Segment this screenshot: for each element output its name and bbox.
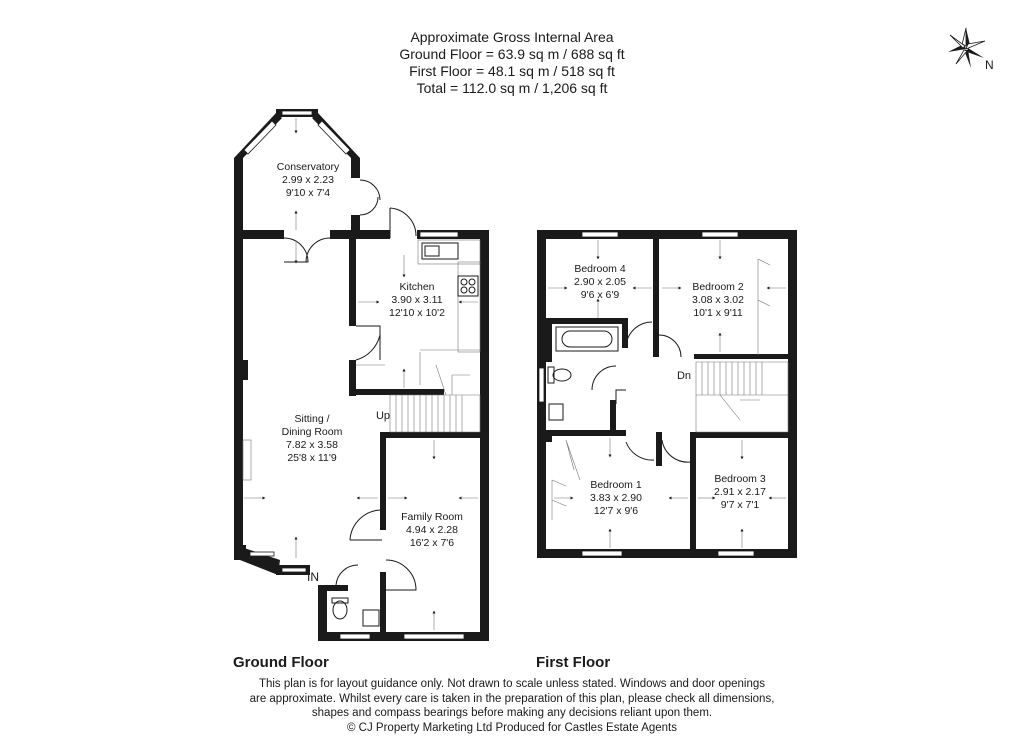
disclaimer-line-2: are approximate. Whilst every care is ta… — [249, 692, 775, 705]
bedroom1-metric: 3.83 x 2.90 — [590, 492, 642, 504]
family-room-imperial: 16'2 x 7'6 — [410, 537, 454, 549]
conservatory-imperial: 9'10 x 7'4 — [286, 187, 330, 199]
first-floor-labels: Bedroom 4 2.90 x 2.05 9'6 x 6'9 Bedroom … — [574, 263, 766, 517]
sitting-name-2: Dining Room — [282, 426, 343, 438]
disclaimer: This plan is for layout guidance only. N… — [112, 677, 912, 735]
compass-north-label: N — [985, 58, 994, 72]
conservatory-name: Conservatory — [277, 161, 340, 173]
first-floor-area: First Floor = 48.1 sq m / 518 sq ft — [409, 63, 615, 79]
kitchen-imperial: 12'10 x 10'2 — [389, 307, 445, 319]
total-area: Total = 112.0 sq m / 1,206 sq ft — [416, 80, 608, 96]
sitting-imperial: 25'8 x 11'9 — [287, 452, 337, 464]
sitting-name-1: Sitting / — [294, 413, 329, 425]
first-floor-title: First Floor — [536, 654, 611, 671]
ground-floor-plan — [234, 109, 489, 641]
ground-floor-area: Ground Floor = 63.9 sq m / 688 sq ft — [399, 46, 625, 62]
disclaimer-line-1: This plan is for layout guidance only. N… — [258, 678, 766, 690]
kitchen-metric: 3.90 x 3.11 — [391, 294, 442, 306]
family-room-metric: 4.94 x 2.28 — [406, 524, 458, 536]
bedroom3-name: Bedroom 3 — [714, 473, 766, 485]
copyright: © CJ Property Marketing Ltd Produced for… — [347, 721, 677, 734]
disclaimer-line-3: shapes and compass bearings before makin… — [311, 707, 713, 719]
conservatory-metric: 2.99 x 2.23 — [282, 174, 334, 186]
bedroom4-name: Bedroom 4 — [574, 263, 626, 275]
ground-floor-labels: Conservatory 2.99 x 2.23 9'10 x 7'4 Kitc… — [277, 161, 463, 584]
stairs-down-label: Dn — [677, 370, 691, 382]
kitchen-name: Kitchen — [399, 281, 434, 293]
bedroom3-metric: 2.91 x 2.17 — [714, 486, 766, 498]
bedroom2-imperial: 10'1 x 9'11 — [693, 307, 743, 319]
bedroom2-metric: 3.08 x 3.02 — [692, 294, 744, 306]
ground-floor-title: Ground Floor — [233, 654, 329, 671]
compass-icon — [948, 27, 986, 68]
entrance-label: IN — [307, 570, 319, 584]
family-room-name: Family Room — [401, 511, 463, 523]
bedroom1-name: Bedroom 1 — [590, 479, 642, 491]
bedroom1-imperial: 12'7 x 9'6 — [594, 505, 638, 517]
sitting-metric: 7.82 x 3.58 — [286, 439, 338, 451]
bedroom2-name: Bedroom 2 — [692, 281, 744, 293]
area-summary: Approximate Gross Internal Area Ground F… — [312, 29, 712, 97]
first-floor-plan — [537, 230, 797, 558]
area-title: Approximate Gross Internal Area — [410, 29, 614, 45]
stairs-up-label: Up — [376, 410, 390, 422]
bedroom4-metric: 2.90 x 2.05 — [574, 276, 626, 288]
bedroom4-imperial: 9'6 x 6'9 — [581, 289, 620, 301]
bedroom3-imperial: 9'7 x 7'1 — [721, 499, 760, 511]
